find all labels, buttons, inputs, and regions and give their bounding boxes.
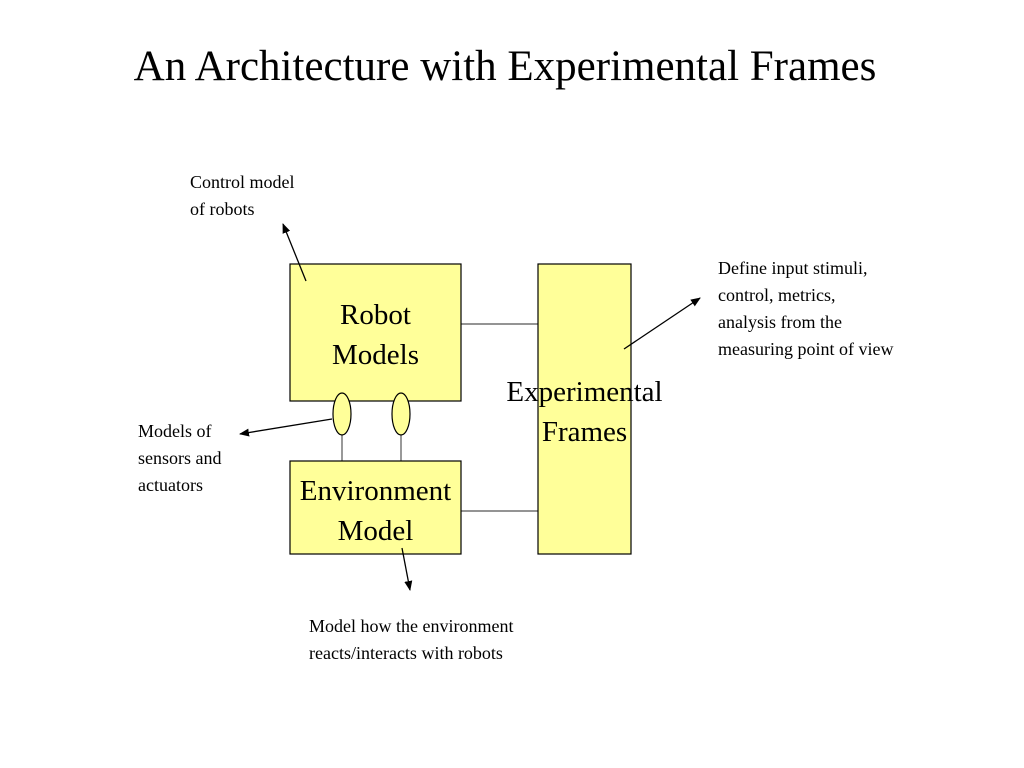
- control-model-line-1: Control model: [190, 172, 295, 192]
- environment-model-line-1: Environment: [299, 475, 452, 507]
- slide-title: An Architecture with Experimental Frames: [133, 43, 877, 90]
- sensors-actuators-arrow: [239, 418, 333, 437]
- environment-model-line-2: Model: [337, 515, 414, 547]
- control-model-line-2: of robots: [190, 199, 255, 219]
- sensor-oval-right: [391, 392, 411, 436]
- define-input-note: Define input stimuli, control, metrics, …: [718, 255, 893, 363]
- robot-models-box: [289, 263, 462, 402]
- control-model-note: Control model of robots: [190, 169, 295, 223]
- environment-model-label: Environment Model: [260, 471, 491, 551]
- robot-models-line-1: Robot: [340, 299, 411, 331]
- experimental-frames-box: [537, 263, 632, 555]
- define-input-line-2: control, metrics,: [718, 285, 836, 305]
- sensors-actuators-line-1: Models of: [138, 421, 212, 441]
- sensors-actuators-line-3: actuators: [138, 475, 203, 495]
- environment-reacts-note: Model how the environment reacts/interac…: [309, 613, 513, 667]
- environment-reacts-line-1: Model how the environment: [309, 616, 514, 636]
- sensors-actuators-line-2: sensors and: [138, 448, 222, 468]
- define-input-line-3: analysis from the: [718, 312, 842, 332]
- define-input-line-4: measuring point of view: [718, 339, 894, 359]
- robot-models-line-2: Models: [332, 339, 419, 371]
- environment-model-box: [289, 460, 462, 555]
- experimental-frames-label: Experimental Frames: [474, 372, 695, 452]
- control-model-arrow: [282, 223, 307, 282]
- robot-models-label: Robot Models: [290, 295, 461, 375]
- define-input-arrow: [623, 297, 701, 350]
- sensors-actuators-note: Models of sensors and actuators: [138, 418, 222, 499]
- environment-reacts-arrow: [401, 547, 413, 591]
- sensor-oval-left: [332, 392, 352, 436]
- experimental-frames-line-1: Experimental: [506, 376, 663, 408]
- experimental-frames-line-2: Frames: [541, 416, 628, 448]
- define-input-line-1: Define input stimuli,: [718, 258, 868, 278]
- environment-reacts-line-2: reacts/interacts with robots: [309, 643, 503, 663]
